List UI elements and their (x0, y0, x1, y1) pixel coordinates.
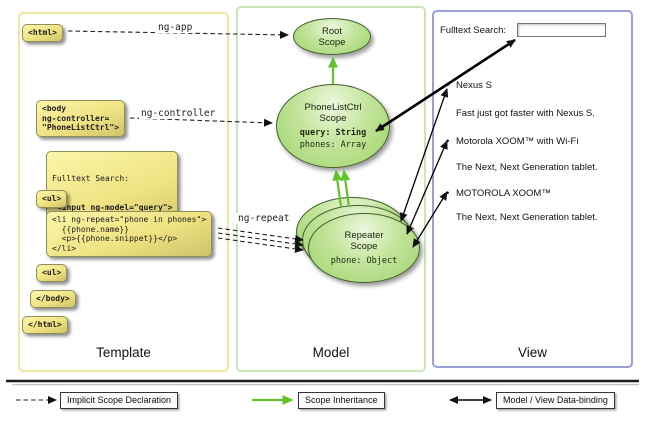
view-fulltext-search-label: Fulltext Search: (440, 25, 506, 36)
view-list-item-desc: Fast just got faster with Nexus S. (456, 108, 595, 119)
phone-property-label: phone: Object (330, 255, 398, 266)
view-list-item-title: • MOTOROLA XOOM™ (446, 188, 551, 199)
legend-implicit-scope-declaration: Implicit Scope Declaration (60, 392, 179, 409)
code-input-ng-model: <input ng-model="query"> (52, 202, 173, 212)
code-html-close: </html> (22, 316, 68, 334)
code-body-close: </body> (30, 290, 76, 308)
query-property-label: query: String (299, 127, 367, 138)
item-3-title: MOTOROLA XOOM™ (456, 188, 551, 199)
view-list-item-desc: The Next, Next Generation tablet. (456, 212, 598, 223)
item-1-title: Nexus S (456, 80, 492, 91)
view-panel-title: View (517, 345, 548, 360)
legend-model-view-databinding: Model / View Data-binding (496, 392, 615, 409)
legend-scope-inheritance: Scope Inheritance (298, 392, 385, 409)
code-body-open: <body ng-controller= "PhoneListCtrl"> (36, 100, 126, 137)
bullet-icon: • (446, 136, 450, 147)
view-list-item-title: • Nexus S (446, 80, 492, 91)
code-html-open: <html> (22, 24, 63, 42)
fulltext-search-input[interactable] (517, 23, 606, 37)
item-2-title: Motorola XOOM™ with Wi-Fi (456, 136, 579, 147)
ng-app-label: ng-app (156, 22, 195, 33)
code-fulltext-label: Fulltext Search: (52, 174, 130, 183)
ng-controller-label: ng-controller (139, 108, 218, 119)
root-scope-label: Root Scope (318, 25, 346, 48)
ng-repeat-label: ng-repeat (236, 213, 292, 224)
root-scope-ellipse: Root Scope (293, 18, 371, 55)
bullet-icon: • (446, 188, 450, 199)
model-panel (236, 6, 426, 372)
repeater-scope-label: Repeater Scope (344, 229, 384, 252)
code-ul-open: <ul> (36, 190, 68, 208)
phonelistctrl-scope-label: PhoneListCtrl Scope (304, 101, 362, 124)
view-list-item-desc: The Next, Next Generation tablet. (456, 162, 598, 173)
phones-property-label: phones: Array (299, 139, 367, 150)
repeater-scope-ellipse: Repeater Scope phone: Object (308, 213, 420, 283)
bullet-icon: • (446, 80, 450, 91)
code-ul-close: <ul> (36, 264, 68, 282)
template-panel-title: Template (96, 345, 151, 360)
view-list-item-title: • Motorola XOOM™ with Wi-Fi (446, 136, 578, 147)
code-li-ng-repeat: <li ng-repeat="phone in phones"> {{phone… (46, 211, 213, 257)
phonelistctrl-scope-ellipse: PhoneListCtrl Scope query: String phones… (276, 84, 390, 168)
model-panel-title: Model (312, 345, 350, 360)
